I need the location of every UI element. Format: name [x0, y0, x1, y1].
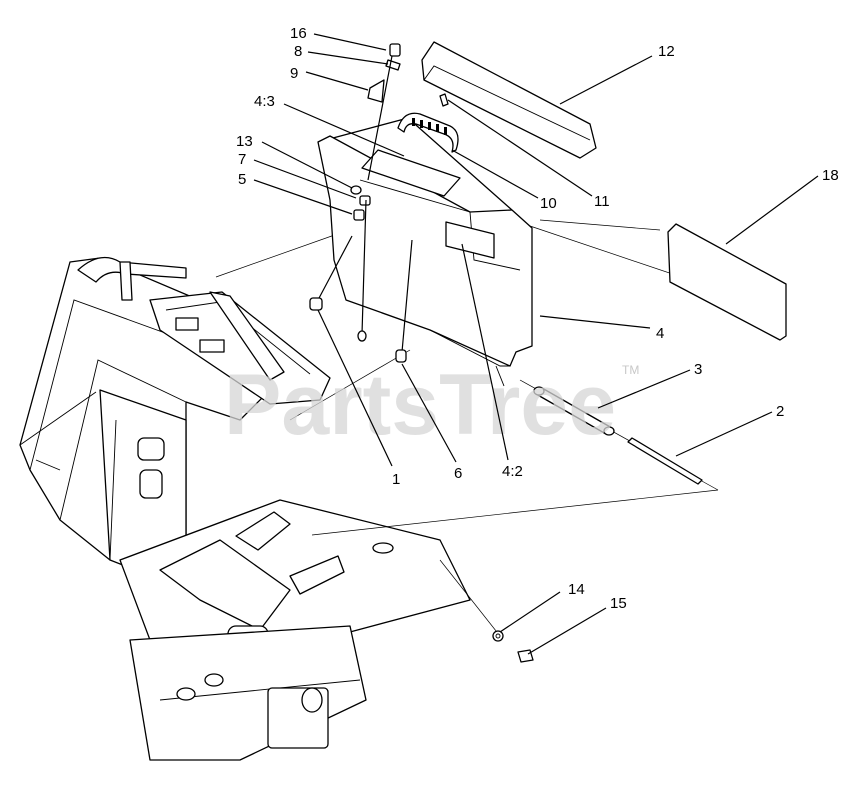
callout-6: 6 [454, 465, 462, 482]
callout-4-3: 4:3 [254, 93, 275, 110]
decal-part-18 [667, 223, 787, 341]
pivot-rod-part-2 [627, 437, 703, 485]
callout-8: 8 [294, 43, 302, 60]
watermark-text: PartsTree [224, 357, 616, 453]
callout-9: 9 [290, 65, 298, 82]
callout-4-2: 4:2 [502, 463, 523, 480]
callout-4: 4 [656, 325, 664, 342]
callout-7: 7 [238, 151, 246, 168]
callout-3: 3 [694, 361, 702, 378]
callout-1: 1 [392, 471, 400, 488]
bolt-part-1 [309, 235, 353, 311]
callout-14: 14 [568, 581, 585, 598]
watermark-trademark: TM [622, 363, 639, 377]
callout-10: 10 [540, 195, 557, 212]
armrest-part-12 [421, 41, 597, 159]
callout-15: 15 [610, 595, 627, 612]
callout-5: 5 [238, 171, 246, 188]
callout-2: 2 [776, 403, 784, 420]
callout-16: 16 [290, 25, 307, 42]
bolt-part-6 [395, 239, 413, 363]
leader-lines [253, 33, 819, 655]
callout-11: 11 [594, 193, 610, 210]
callout-labels: 16 8 9 4:3 13 7 5 12 10 11 18 4 3 2 1 6 … [236, 25, 839, 612]
callout-18: 18 [822, 167, 839, 184]
washer-part-14 [492, 630, 504, 642]
control-panel-part-4 [317, 112, 533, 387]
callout-13: 13 [236, 133, 253, 150]
tractor-frame [19, 256, 471, 761]
callout-12: 12 [658, 43, 675, 60]
pivot-tube-part-3 [533, 386, 615, 436]
